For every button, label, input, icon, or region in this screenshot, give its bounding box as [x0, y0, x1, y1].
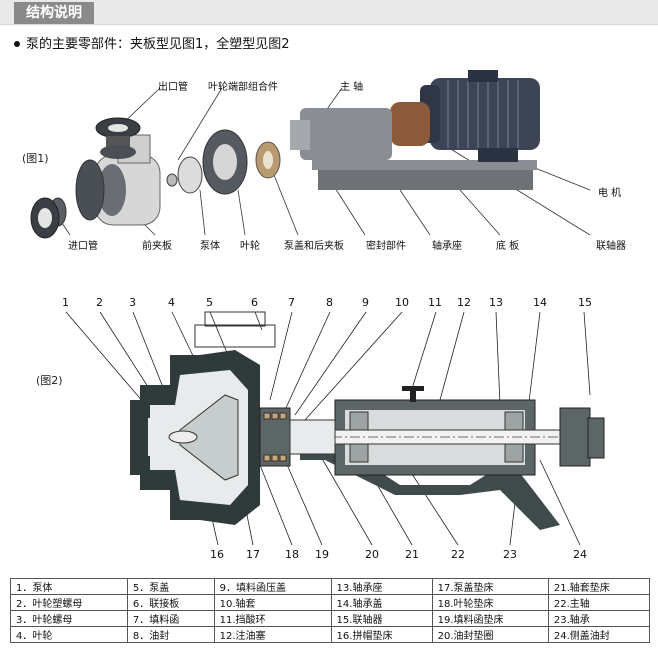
label-bearing-seat: 轴承座 [432, 241, 462, 252]
part-number-12: 12 [457, 296, 471, 309]
legend-cell: 22.主轴 [547, 594, 651, 611]
subtitle: 泵的主要零部件：夹板型见图1，全塑型见图2 [14, 33, 290, 52]
part-number-22: 22 [451, 548, 465, 561]
legend-cell: 12.注油塞 [213, 626, 332, 643]
legend-cell: 7．填料函 [126, 610, 215, 627]
legend-cell: 4．叶轮 [10, 626, 128, 643]
bullet-icon [14, 40, 20, 47]
part-number-16: 16 [210, 548, 224, 561]
legend-cell: 9．填料函压盖 [213, 578, 332, 595]
label-main-shaft: 主 轴 [340, 82, 364, 93]
label-cover-rear-clamp: 泵盖和后夹板 [284, 241, 344, 252]
legend-cell: 11.挡酸环 [213, 610, 332, 627]
label-base-plate: 底 板 [496, 241, 520, 252]
part-number-9: 9 [362, 296, 369, 309]
label-coupling: 联轴器 [596, 241, 626, 252]
part-number-10: 10 [395, 296, 409, 309]
label-impeller-end-assembly: 叶轮端部组合件 [208, 82, 278, 93]
legend-cell: 17.泵盖垫床 [431, 578, 549, 595]
legend-cell: 6．联接板 [126, 594, 215, 611]
part-number-14: 14 [533, 296, 547, 309]
part-number-17: 17 [246, 548, 260, 561]
figure-2-label: (图2) [36, 374, 63, 387]
part-number-19: 19 [315, 548, 329, 561]
legend-cell: 15.联轴器 [330, 610, 433, 627]
figure-2-drawing [65, 311, 605, 546]
label-front-clamp: 前夹板 [142, 241, 172, 252]
legend-cell: 20.油封垫圈 [431, 626, 549, 643]
part-number-13: 13 [489, 296, 503, 309]
part-number-24: 24 [573, 548, 587, 561]
part-number-2: 2 [96, 296, 103, 309]
label-motor: 电 机 [598, 188, 622, 199]
legend-cell: 21.轴套垫床 [547, 578, 651, 595]
legend-cell: 10.轴套 [213, 594, 332, 611]
figure-1-exploded-view: (图1) 出口管 叶轮端部组合件 主 轴 电 机 进口管 前夹板 泵体 叶轮 泵… [0, 50, 658, 290]
legend-cell: 23.轴承 [547, 610, 651, 627]
label-outlet-pipe: 出口管 [158, 82, 188, 93]
figure-1-label: (图1) [22, 152, 49, 165]
label-inlet-pipe: 进口管 [68, 241, 98, 252]
part-number-20: 20 [365, 548, 379, 561]
part-number-5: 5 [206, 296, 213, 309]
label-pump-body: 泵体 [200, 241, 220, 252]
part-number-6: 6 [251, 296, 258, 309]
legend-cell: 19.填料函垫床 [431, 610, 549, 627]
subtitle-text: 泵的主要零部件：夹板型见图1，全塑型见图2 [26, 37, 290, 52]
legend-cell: 5．泵盖 [126, 578, 215, 595]
part-number-1: 1 [62, 296, 69, 309]
legend-cell: 14.轴承盖 [330, 594, 433, 611]
legend-cell: 24.侧盖油封 [547, 626, 651, 643]
legend-cell: 1．泵体 [10, 578, 128, 595]
section-title: 结构说明 [14, 2, 94, 24]
label-seal-parts: 密封部件 [366, 241, 406, 252]
part-number-23: 23 [503, 548, 517, 561]
part-number-3: 3 [129, 296, 136, 309]
part-number-11: 11 [428, 296, 442, 309]
legend-cell: 18.叶轮垫床 [431, 594, 549, 611]
legend-cell: 16.拼帽垫床 [330, 626, 433, 643]
part-number-18: 18 [285, 548, 299, 561]
part-number-21: 21 [405, 548, 419, 561]
figure-1-drawing [30, 70, 591, 239]
legend-cell: 2．叶轮塑螺母 [10, 594, 128, 611]
legend-cell: 3．叶轮螺母 [10, 610, 128, 627]
label-impeller: 叶轮 [240, 241, 260, 252]
part-number-4: 4 [168, 296, 175, 309]
part-number-7: 7 [288, 296, 295, 309]
part-number-15: 15 [578, 296, 592, 309]
part-number-8: 8 [326, 296, 333, 309]
legend-cell: 13.轴承座 [330, 578, 433, 595]
legend-cell: 8．油封 [126, 626, 215, 643]
header-bar: 结构说明 [0, 0, 658, 25]
figure-2-cross-section: (图2) 1 2 3 4 5 6 7 8 9 10 11 12 13 14 15… [0, 290, 658, 575]
